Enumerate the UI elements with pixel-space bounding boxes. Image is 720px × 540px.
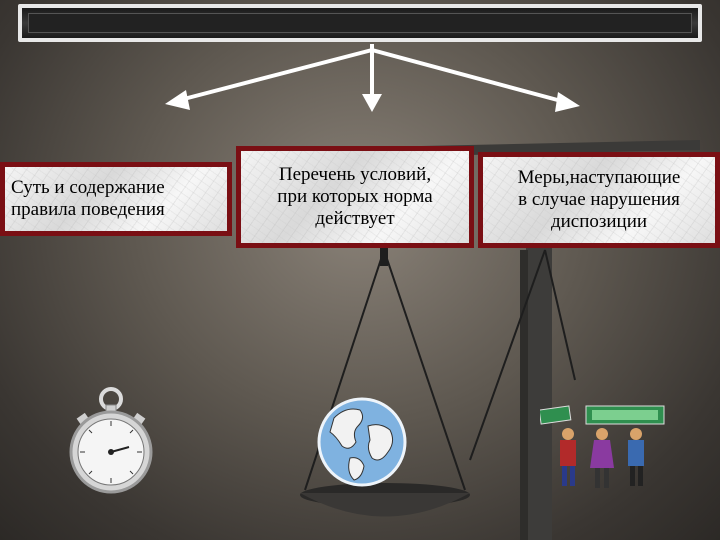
stopwatch-icon bbox=[69, 387, 153, 494]
title-bar bbox=[18, 4, 702, 42]
box-right-line-3: диспозиции bbox=[550, 211, 648, 232]
box-mid-line-3: действует bbox=[315, 208, 395, 229]
box-disposition-essence: Суть и содержание правила поведения bbox=[0, 162, 232, 236]
box-right-line-2: в случае нарушения bbox=[518, 189, 680, 210]
box-mid-line-1: Перечень условий, bbox=[278, 164, 432, 185]
title-bar-inner bbox=[28, 13, 692, 33]
box-hypothesis-conditions: Перечень условий, при которых норма дейс… bbox=[236, 146, 474, 248]
box-left-line-2: правила поведения bbox=[11, 199, 165, 220]
people-carrying-money-icon bbox=[540, 405, 665, 488]
box-sanction-measures: Меры,наступающие в случае нарушения дисп… bbox=[478, 152, 720, 248]
box-mid-line-2: при которых норма bbox=[277, 186, 433, 207]
globe-icon bbox=[317, 397, 407, 487]
box-left-line-1: Суть и содержание bbox=[11, 177, 165, 198]
box-right-line-1: Меры,наступающие bbox=[517, 167, 681, 188]
